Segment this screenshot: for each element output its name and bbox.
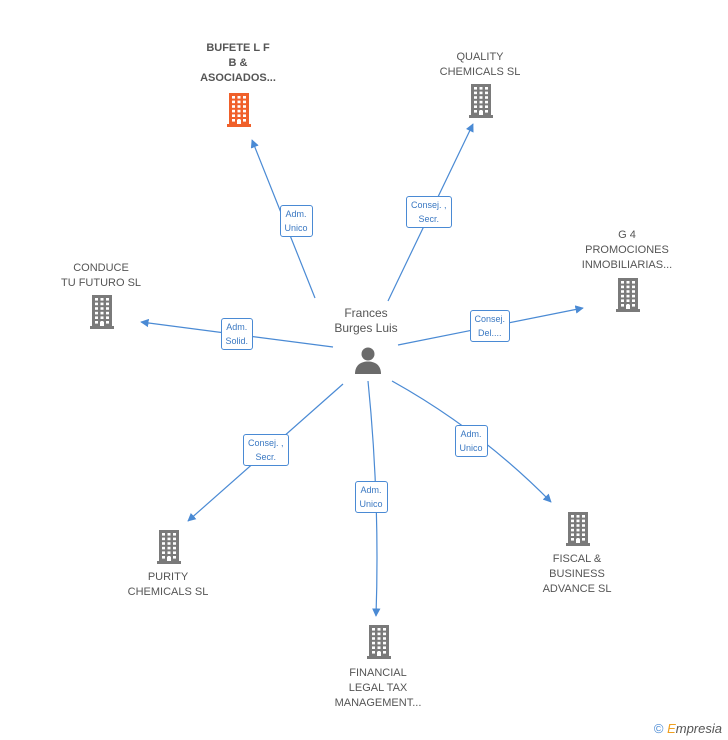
footer-brand: © Empresia xyxy=(654,721,722,736)
company-building-icon-fiscal[interactable] xyxy=(566,512,590,546)
relation-label-financial[interactable]: Adm. Unico xyxy=(354,481,388,513)
relation-label-purity[interactable]: Consej. , Secr. xyxy=(243,434,289,466)
copyright-symbol: © xyxy=(653,721,664,736)
relation-label-quality[interactable]: Consej. , Secr. xyxy=(406,196,452,228)
company-label-g4[interactable]: G 4 PROMOCIONES INMOBILIARIAS... xyxy=(581,229,673,271)
company-building-icon-financial[interactable] xyxy=(367,625,391,659)
company-label-financial[interactable]: FINANCIAL LEGAL TAX MANAGEMENT... xyxy=(334,667,422,709)
relation-label-g4[interactable]: Consej. Del.... xyxy=(469,310,511,342)
relation-label-fiscal[interactable]: Adm. Unico xyxy=(454,425,488,457)
company-label-conduce[interactable]: CONDUCE TU FUTURO SL xyxy=(60,262,142,289)
company-building-icon-conduce[interactable] xyxy=(90,295,114,329)
person-icon[interactable] xyxy=(353,345,383,375)
company-building-icon-quality[interactable] xyxy=(469,84,493,118)
company-building-icon-bufete[interactable] xyxy=(227,93,251,127)
company-label-purity[interactable]: PURITY CHEMICALS SL xyxy=(127,571,209,598)
company-label-fiscal[interactable]: FISCAL & BUSINESS ADVANCE SL xyxy=(542,553,612,595)
company-label-quality[interactable]: QUALITY CHEMICALS SL xyxy=(439,51,521,78)
relation-label-bufete[interactable]: Adm. Unico xyxy=(279,205,313,237)
company-building-icon-g4[interactable] xyxy=(616,278,640,312)
empresia-logo: Empresia xyxy=(667,721,722,736)
relation-label-conduce[interactable]: Adm. Solid. xyxy=(220,318,254,350)
company-label-bufete[interactable]: BUFETE L F B & ASOCIADOS... xyxy=(200,42,276,84)
company-building-icon-purity[interactable] xyxy=(157,530,181,564)
person-name: Frances Burges Luis xyxy=(334,306,398,335)
